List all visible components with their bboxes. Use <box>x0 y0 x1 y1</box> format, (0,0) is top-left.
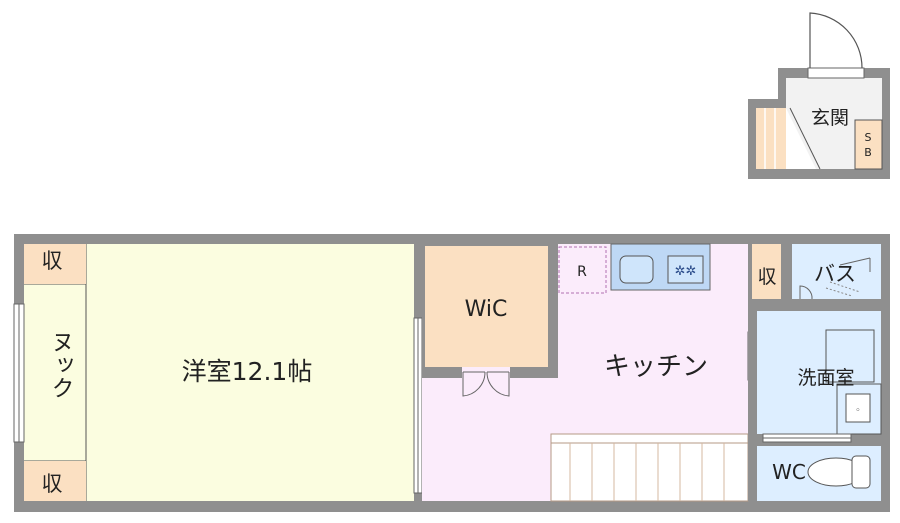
label-washroom: 洗面室 <box>797 367 854 389</box>
label-western-room: 洋室12.1帖 <box>182 357 313 386</box>
label-shoe-box-b: B <box>864 146 872 159</box>
label-storage-kitchen: 収 <box>757 266 776 288</box>
svg-text:✲✲: ✲✲ <box>675 264 697 279</box>
shoe-box <box>854 119 883 170</box>
svg-text:◦: ◦ <box>855 406 860 416</box>
label-refrigerator: R <box>577 264 587 280</box>
bath-floor <box>792 244 881 299</box>
wash-basin <box>825 329 875 383</box>
storage-bottom-left-floor <box>24 461 86 501</box>
gas-burner-icon <box>667 255 704 284</box>
label-shoe-box-s: S <box>865 131 872 144</box>
label-bath: バス <box>814 262 856 286</box>
sink-icon <box>619 255 654 284</box>
staircase <box>550 433 749 502</box>
label-storage-top-left: 収 <box>42 249 63 273</box>
label-walk-in-closet: WiC <box>465 297 508 322</box>
entrance-stairs <box>756 108 786 169</box>
front-door <box>809 12 863 69</box>
western-room-floor <box>86 244 414 501</box>
refrigerator-space <box>558 246 607 294</box>
label-toilet: WC <box>772 460 806 484</box>
label-storage-bottom-left: 収 <box>42 472 63 496</box>
label-kitchen: キッチン <box>604 352 708 382</box>
toilet-icon <box>807 455 871 489</box>
storage-top-left-floor <box>24 244 86 284</box>
label-nook: ヌック <box>47 330 73 399</box>
nook-floor <box>24 284 86 461</box>
label-entrance: 玄関 <box>811 107 849 129</box>
shower-icon <box>799 257 871 300</box>
storage-kitchen-floor <box>752 244 781 299</box>
